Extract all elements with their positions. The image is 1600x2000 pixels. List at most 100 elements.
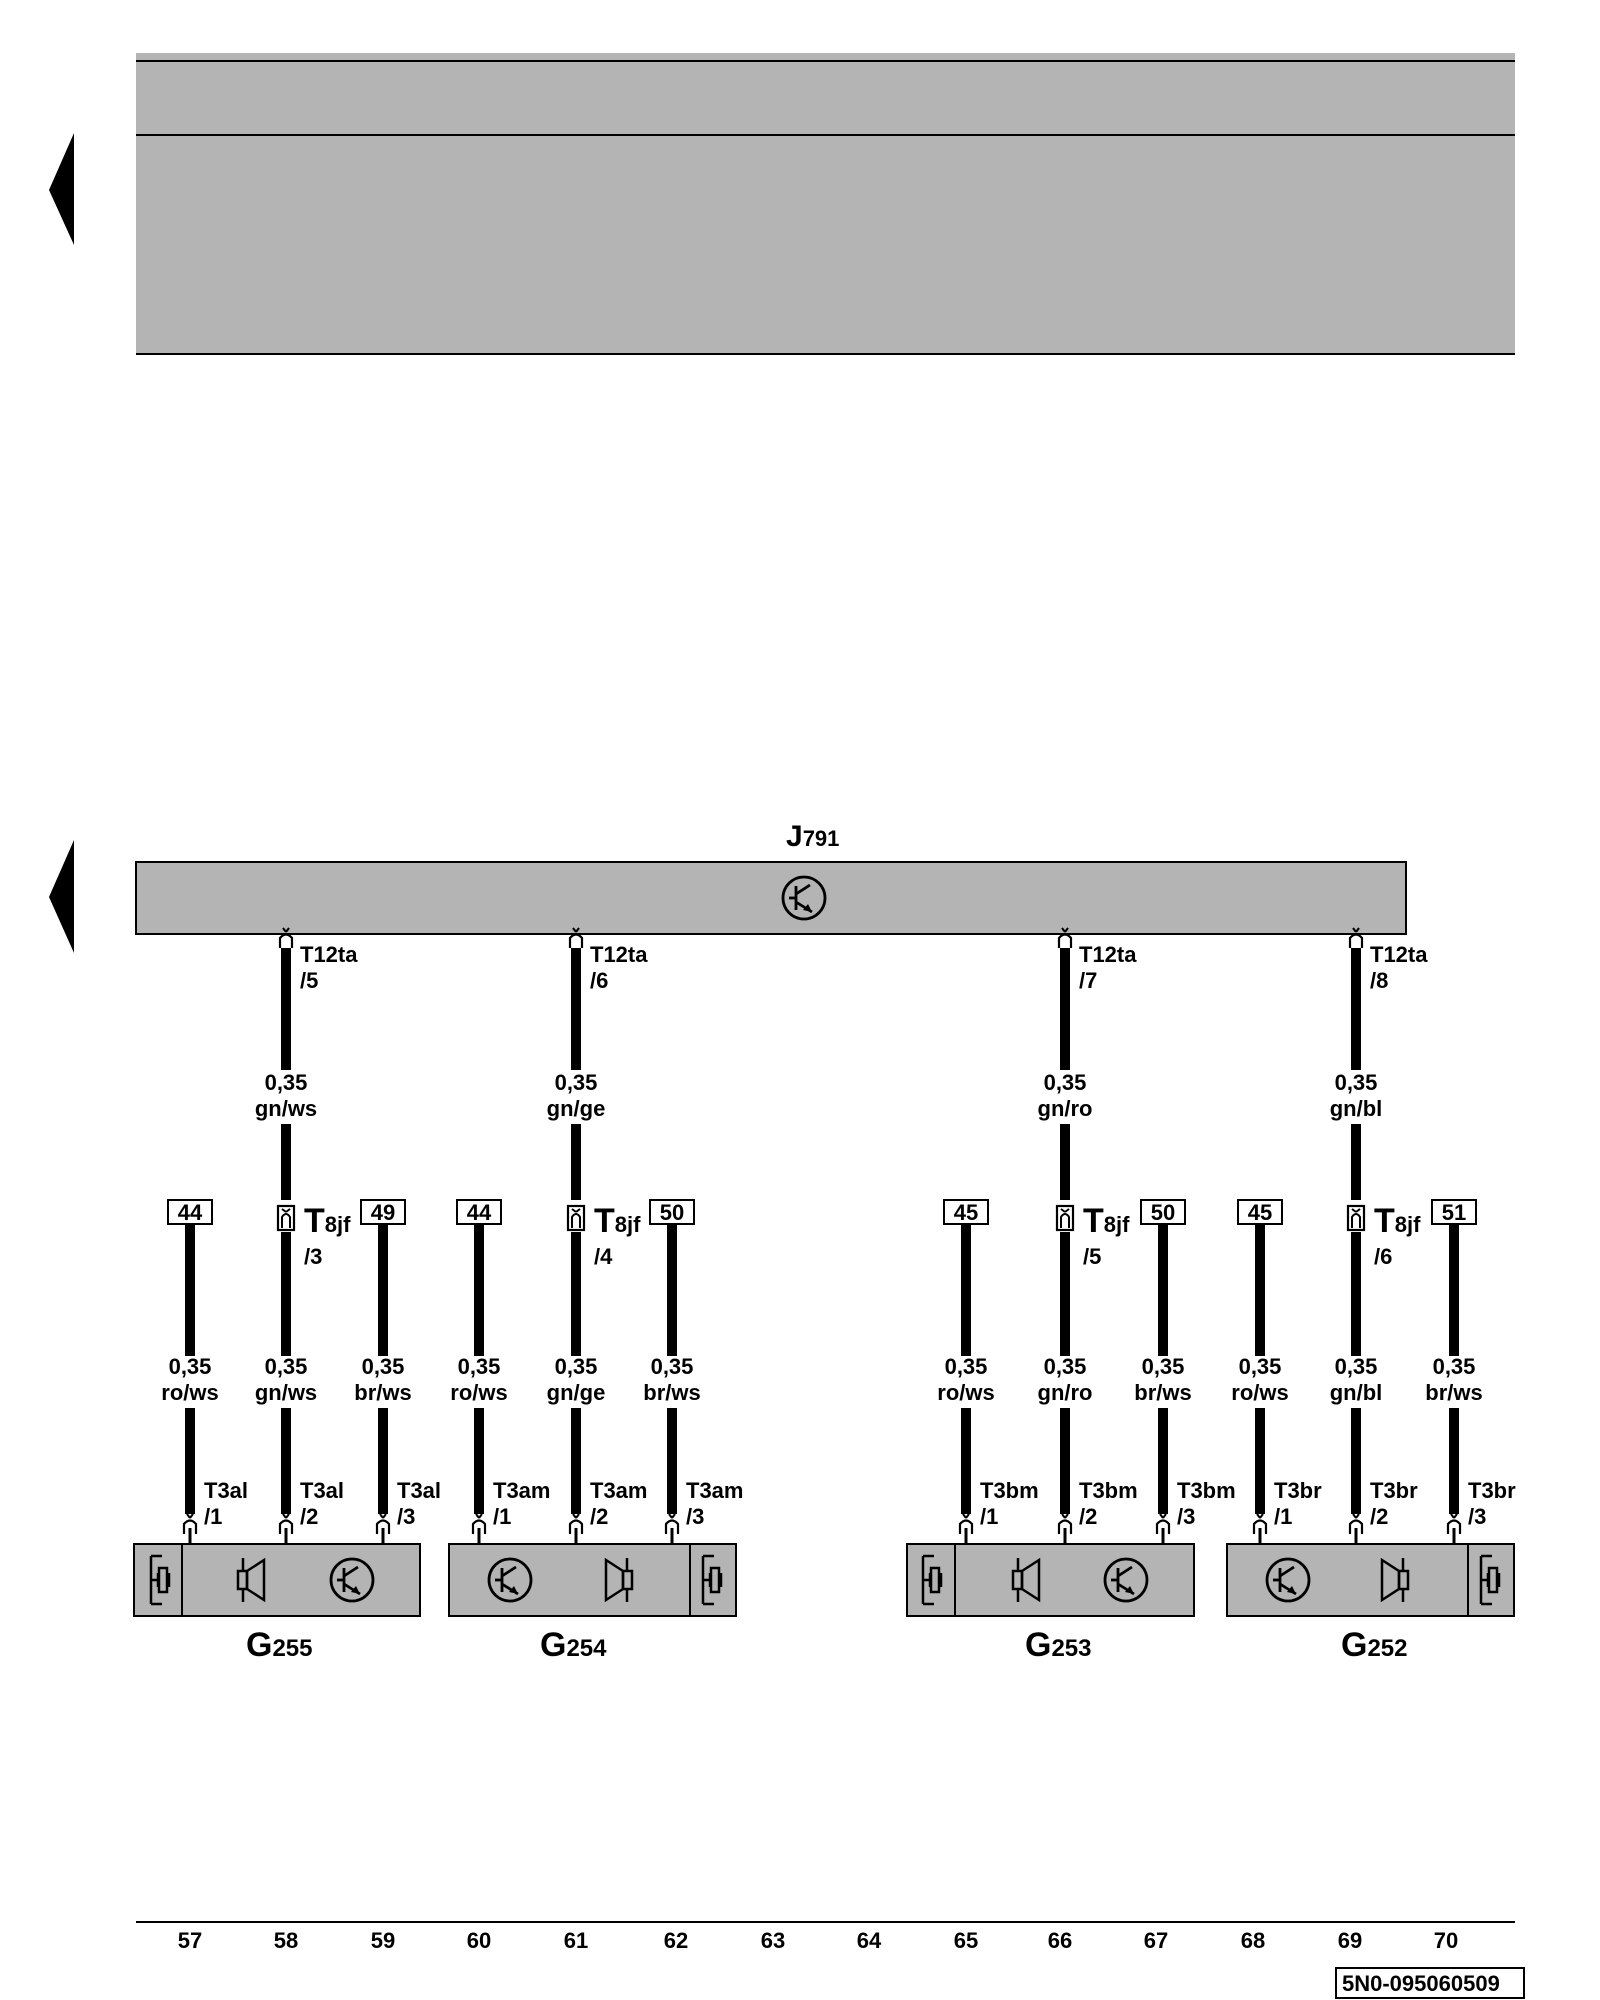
wire-size-label: 0,35	[1433, 1354, 1476, 1379]
reference-number: 45	[1248, 1200, 1272, 1225]
reference-number: 44	[467, 1200, 492, 1225]
wires-layer	[167, 926, 1477, 1544]
column-number: 58	[274, 1928, 298, 1953]
column-number: 70	[1434, 1928, 1458, 1953]
column-number: 67	[1144, 1928, 1168, 1953]
lower-wire	[281, 1408, 291, 1514]
reference-box	[1237, 1199, 1283, 1225]
lower-wire	[667, 1224, 677, 1356]
prev-page-arrow-bottom[interactable]	[49, 840, 74, 953]
reference-box	[167, 1199, 213, 1225]
module-pin-number: /5	[300, 968, 318, 993]
sensor-pin-connector: T3br	[1370, 1478, 1418, 1503]
pin-lead	[477, 1528, 481, 1544]
splice-connector-icon	[566, 1204, 586, 1232]
sensor-pin-number: /1	[493, 1504, 511, 1529]
upper-wire	[281, 1124, 291, 1200]
module-pin-number: /6	[590, 968, 608, 993]
wire-color-label: br/ws	[1425, 1380, 1482, 1405]
pin-lead	[284, 1528, 288, 1544]
wire-color-label: ro/ws	[450, 1380, 507, 1405]
lower-wire	[1158, 1408, 1168, 1514]
pin-lead	[1452, 1528, 1456, 1544]
splice-label: T8jf	[1083, 1202, 1130, 1240]
column-number: 63	[761, 1928, 785, 1953]
sensor-pin-number: /3	[686, 1504, 704, 1529]
reference-number: 51	[1442, 1200, 1466, 1225]
lower-wire	[378, 1408, 388, 1514]
wire-color-label: gn/ro	[1038, 1380, 1093, 1405]
lower-wire	[571, 1408, 581, 1514]
sensor-pin-connector: T3bm	[1079, 1478, 1138, 1503]
wire-color-label: gn/bl	[1330, 1380, 1383, 1405]
reference-box	[456, 1199, 502, 1225]
wire-size-label: 0,35	[1335, 1070, 1378, 1095]
module-pin-connector: T12ta	[1370, 942, 1428, 967]
sensor-pin-number: /3	[397, 1504, 415, 1529]
wire-size-label: 0,35	[1239, 1354, 1282, 1379]
lower-wire	[281, 1232, 291, 1356]
wire-color-label: gn/ge	[547, 1380, 606, 1405]
wire-size-label: 0,35	[362, 1354, 405, 1379]
splice-connector-icon	[276, 1204, 296, 1232]
lower-wire	[1255, 1408, 1265, 1514]
module-pin-number: /8	[1370, 968, 1388, 993]
module-name-label: J791	[786, 820, 839, 853]
sensor-g253	[906, 1543, 1195, 1617]
wire-size-label: 0,35	[1335, 1354, 1378, 1379]
sensor-g255	[133, 1543, 421, 1617]
upper-wire	[1060, 1124, 1070, 1200]
lower-wire	[1449, 1408, 1459, 1514]
pin-lead	[1161, 1528, 1165, 1544]
sensor-pin-connector: T3bm	[1177, 1478, 1236, 1503]
wire-size-label: 0,35	[458, 1354, 501, 1379]
wire-color-label: br/ws	[1134, 1380, 1191, 1405]
wire-size-label: 0,35	[1044, 1354, 1087, 1379]
column-number: 62	[664, 1928, 688, 1953]
upper-wire	[571, 1124, 581, 1200]
splice-label: T8jf	[1374, 1202, 1421, 1240]
splice-pin-number: /6	[1374, 1244, 1392, 1269]
lower-wire	[474, 1408, 484, 1514]
sensor-pin-number: /2	[1079, 1504, 1097, 1529]
wire-color-label: gn/ge	[547, 1096, 606, 1121]
wire-color-label: gn/ws	[255, 1096, 317, 1121]
wire-size-label: 0,35	[265, 1354, 308, 1379]
sensor-pin-number: /3	[1468, 1504, 1486, 1529]
sensor-pin-connector: T3br	[1274, 1478, 1322, 1503]
column-number: 66	[1048, 1928, 1072, 1953]
doc-number-box: 5N0-095060509	[1335, 1967, 1525, 1999]
sensor-pin-number: /1	[980, 1504, 998, 1529]
pin-lead	[574, 1528, 578, 1544]
column-number: 57	[178, 1928, 202, 1953]
prev-page-arrow-top[interactable]	[49, 133, 74, 245]
pin-lead	[670, 1528, 674, 1544]
wire-color-label: ro/ws	[1231, 1380, 1288, 1405]
sensor-pin-number: /1	[1274, 1504, 1292, 1529]
wire-size-label: 0,35	[265, 1070, 308, 1095]
sensor-pin-number: /1	[204, 1504, 222, 1529]
lower-wire	[185, 1224, 195, 1356]
pin-lead	[381, 1528, 385, 1544]
lower-wire	[185, 1408, 195, 1514]
upper-wire	[1060, 948, 1070, 1070]
wire-size-label: 0,35	[651, 1354, 694, 1379]
sensor-pin-connector: T3al	[397, 1478, 441, 1503]
lower-wire	[961, 1408, 971, 1514]
lower-wire	[1351, 1408, 1361, 1514]
upper-wire	[1351, 948, 1361, 1070]
wire-color-label: ro/ws	[937, 1380, 994, 1405]
splice-label: T8jf	[304, 1202, 351, 1240]
splice-connector-icon	[1055, 1204, 1075, 1232]
lower-wire	[961, 1224, 971, 1356]
sensor-name-g254: G254	[540, 1626, 607, 1664]
reference-number: 50	[660, 1200, 684, 1225]
wire-color-label: gn/ro	[1038, 1096, 1093, 1121]
sensor-pin-connector: T3bm	[980, 1478, 1039, 1503]
splice-label: T8jf	[594, 1202, 641, 1240]
reference-box	[360, 1199, 406, 1225]
pin-lead	[964, 1528, 968, 1544]
module-pin-connector: T12ta	[300, 942, 358, 967]
